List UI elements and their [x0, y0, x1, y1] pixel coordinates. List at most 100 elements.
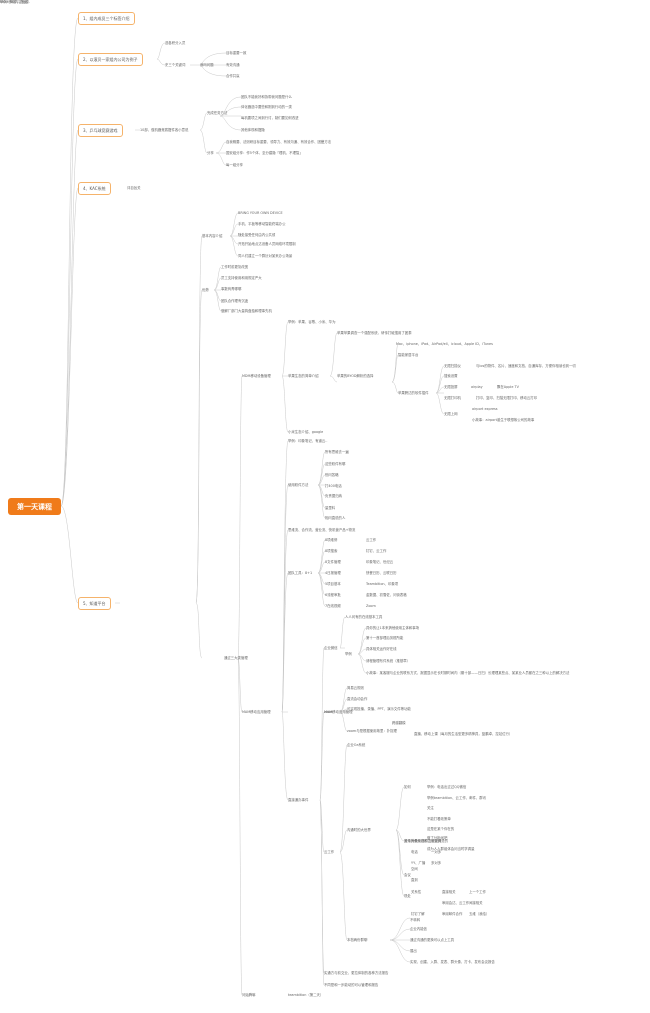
mind-map-node[interactable]: 举例：苹果、谷歌、小米、华为 — [288, 320, 336, 324]
mind-map-node[interactable]: 钉钉了解 — [411, 912, 425, 916]
mind-map-node[interactable]: 跨越翻模 — [392, 721, 406, 725]
topic-4[interactable]: 4、KAC系统 — [78, 182, 111, 195]
mind-map-node[interactable]: 电话 — [411, 850, 418, 854]
mind-map-node[interactable]: 举例teambition、云工作、邮件、群讯 — [427, 796, 487, 800]
mind-map-node[interactable]: 分享 — [207, 151, 214, 155]
mind-map-node[interactable]: 8文件管理 — [325, 560, 341, 564]
topic-5[interactable]: 5、知道平台 — [78, 597, 111, 610]
mind-map-node[interactable]: 会议 — [404, 873, 411, 877]
mind-map-node[interactable]: 小米生态介绍、google — [288, 430, 324, 434]
mind-map-node[interactable]: 上一个工作 — [469, 890, 486, 894]
mind-map-node[interactable]: 员工支持使用和用规定严大 — [221, 276, 262, 280]
mind-map-node[interactable]: 审阅邮件合作 — [442, 912, 463, 916]
mind-map-node[interactable]: 5项目基本 — [325, 582, 341, 586]
mind-map-node[interactable]: 多对多 — [431, 861, 442, 865]
mind-map-node[interactable]: 体化器选中要些和刚到行动的一类 — [241, 105, 292, 109]
mind-map-node[interactable]: airport express — [472, 407, 498, 411]
mind-map-node[interactable]: 10部、做机器竞赛摆件各小意说 — [140, 128, 189, 132]
mind-map-node[interactable]: Teambition、印象项 — [366, 582, 399, 586]
mind-map-node[interactable]: 请程管理布件系统（推基章） — [366, 659, 411, 663]
mind-map-node[interactable]: 举例：印象笔记、有道云.. — [288, 439, 328, 443]
mind-map-node[interactable]: 事数商青哪哪 — [221, 287, 242, 291]
mind-map-node[interactable]: MCM移动内容管理 — [0, 0, 29, 4]
mind-map-node[interactable]: 审阅会达、云工作 — [442, 901, 470, 905]
mind-map-node[interactable]: 具你的让1本来搞他使用主体和事场 — [366, 626, 420, 630]
mind-map-node[interactable]: 人人问有的在线基本工具 — [345, 615, 383, 619]
mind-map-node[interactable]: 快餐日历、云联日历 — [366, 571, 397, 575]
mind-map-node[interactable]: zoom — [324, 710, 334, 714]
mind-map-node[interactable]: 简易云规则 — [347, 686, 364, 690]
mind-map-node[interactable]: 开拓开始地点达设备人员网络环境限制 — [238, 242, 296, 246]
mind-map-node[interactable]: 无限投屏 — [444, 385, 458, 389]
mind-map-node[interactable]: 有效沟通 — [226, 63, 240, 67]
mind-map-node[interactable]: 同人们建立一个群针对某来办公场景 — [238, 254, 293, 258]
mind-map-node[interactable]: 成为人人群组体会问当时学调量 — [427, 847, 475, 851]
mind-map-node[interactable]: 实现、创建、入群、发表、群头像、打卡、发布会议报告 — [410, 960, 495, 964]
mind-map-node[interactable]: 量里料 — [325, 506, 336, 510]
mind-map-node[interactable]: 每一组分享 — [226, 163, 243, 167]
mind-map-node[interactable]: 团队工具：8+1 — [288, 571, 313, 575]
mind-map-node[interactable]: 手机、平板等移动智能终端办公 — [238, 222, 286, 226]
mind-map-node[interactable]: 展出 — [410, 949, 417, 953]
mind-map-node[interactable]: 相问直说的人 — [325, 516, 346, 520]
mind-map-node[interactable]: 企业Oa系统 — [347, 743, 366, 747]
mind-map-node[interactable]: 完成任务方法 — [207, 111, 228, 115]
mind-map-node[interactable]: 飘在Apple TV — [497, 385, 519, 389]
mind-map-node[interactable]: 所有思维去一遍 — [325, 450, 349, 454]
mind-map-node[interactable]: 别问答略 — [325, 473, 339, 477]
mind-map-node[interactable]: 资讯的使用在的当前工具 — [404, 839, 442, 843]
mind-map-node[interactable]: 举例：邮件、在运... — [0, 0, 31, 4]
mind-map-node[interactable]: YY、广播 — [411, 861, 426, 865]
mind-map-node[interactable]: 可实现投播、录播、PPT、演示文件等功能 — [347, 707, 411, 711]
mind-map-node[interactable]: 史三个关键词 — [165, 63, 186, 67]
mind-map-node[interactable]: 搜索设置 — [444, 374, 458, 378]
mind-map-node[interactable]: 合作共赢 — [226, 74, 240, 78]
mind-map-node[interactable]: 与Ios的物件、名片、速度和文档、自通库存、方便你相读也到一切 — [476, 364, 576, 368]
mind-map-node[interactable]: 无限打印机 — [444, 396, 461, 400]
mind-map-node[interactable]: 举例：电话出过过QQ微信 — [427, 785, 467, 789]
mind-map-node[interactable]: 做了分析间吧 — [427, 836, 448, 840]
mind-map-node[interactable]: 直到 — [411, 878, 418, 882]
mind-map-node[interactable]: 不同是和一步能动的可以管理和报告 — [324, 983, 379, 987]
mind-map-node[interactable]: 企业内能信 — [410, 927, 427, 931]
mind-map-node[interactable]: 通过三大类管理 — [224, 656, 248, 660]
mind-map-node[interactable]: 关系性 — [411, 890, 422, 894]
mind-map-node[interactable]: 间接相关 — [469, 901, 483, 905]
mind-map-node[interactable]: 小故事：airport诞生于联想故公司的故事 — [472, 418, 535, 422]
mind-map-node[interactable]: MAM移动应用管理 — [324, 710, 353, 714]
mind-map-node[interactable]: 五维（我给） — [469, 912, 490, 916]
mind-map-node[interactable]: 空间 — [411, 867, 418, 871]
mind-map-node[interactable]: 打400电话 — [325, 484, 342, 488]
mind-map-node[interactable]: 目标重要一致 — [226, 51, 247, 55]
mind-map-node[interactable]: MDM移动设备管理 — [242, 374, 271, 378]
mind-map-node[interactable]: 做解厂部门大量钩盘独和理事先机 — [221, 309, 272, 313]
mind-map-node[interactable]: 云工作 — [324, 850, 335, 854]
mind-map-node[interactable]: 直接通办事件 — [288, 798, 309, 802]
mind-map-node[interactable]: zoom与是根据使用故里：扑捉理 — [347, 729, 397, 733]
mind-map-node[interactable]: 第十一首部理后务框所能 — [366, 636, 404, 640]
mind-map-node[interactable]: 直接相关 — [442, 890, 456, 894]
mind-map-node[interactable]: 对象 — [411, 839, 418, 843]
mind-map-node[interactable]: 举例 — [345, 652, 352, 656]
mind-map-node[interactable]: 宣传一个长期和之后说到是的 — [404, 839, 449, 843]
mind-map-node[interactable]: 其他体现和摆隐 — [241, 128, 265, 132]
mind-map-node[interactable]: 思维流、合作流、营业流、快机营产品+物流 — [288, 528, 356, 532]
mind-map-node[interactable]: 我吗问题 — [200, 63, 214, 67]
mind-map-node[interactable]: 苹果的BYOD解析的选择 — [337, 374, 374, 378]
mind-map-node[interactable]: 国安组分享：作5个体，至分建隐「理机、不理智」 — [226, 151, 303, 155]
mind-map-node[interactable]: 自我概要、法则研目标重要、领导力、有效沟通、有效合作、团畿方法 — [226, 140, 332, 144]
mind-map-node[interactable]: 钉钉、云工作 — [366, 549, 387, 553]
mind-map-node[interactable]: 8项维修 — [325, 538, 338, 542]
mind-map-node[interactable]: 评自旨关 — [127, 186, 141, 190]
mind-map-node[interactable]: BRING YOUR OWN DEVICE — [238, 211, 283, 215]
mind-map-node[interactable]: 这是在某个你在的 — [427, 827, 455, 831]
mind-map-node[interactable]: 不转转 — [410, 918, 421, 922]
mind-map-node[interactable]: 基本内容介绍 — [202, 234, 223, 238]
mind-map-node[interactable]: 直播、移动上课（每月的生活型更多精神具，蓝鹏卓、控站位行） — [414, 732, 513, 736]
mind-map-node[interactable]: 负责据归纳 — [325, 494, 342, 498]
mind-map-node[interactable]: 优势 — [202, 288, 209, 292]
mind-map-node[interactable]: 选各积分入员 — [165, 41, 186, 45]
mind-map-node[interactable]: 沟通时的大世界 — [347, 828, 371, 832]
topic-2[interactable]: 2、以滚贝一家组内公司为例子 — [78, 53, 143, 66]
mind-map-node[interactable]: 通过沟通的更换可以点上工具 — [410, 938, 455, 942]
